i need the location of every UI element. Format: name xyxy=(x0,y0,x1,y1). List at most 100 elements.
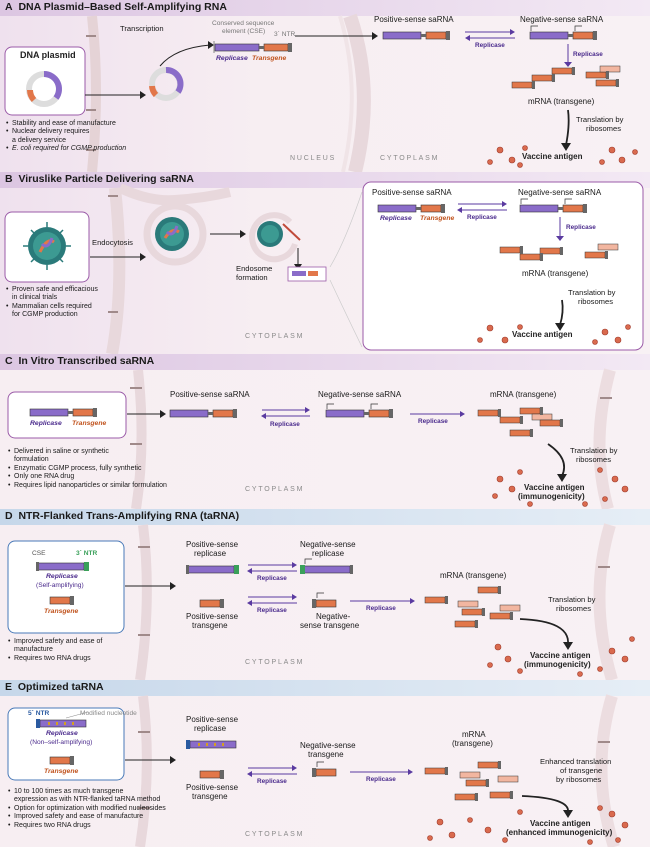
endocytosis-label: Endocytosis xyxy=(92,238,133,247)
panel-e-letter: E xyxy=(5,681,13,693)
replicase-arrow-label-2: Replicase xyxy=(257,607,287,614)
vaccine-antigen-label: Vaccine antigen xyxy=(530,819,591,828)
self-amplifying-label: (Self-amplifying) xyxy=(36,582,84,589)
bullet: Stability and ease of manufacture xyxy=(6,120,126,129)
bullet: Requires two RNA drugs xyxy=(8,822,166,831)
translation-label: Translation by xyxy=(568,288,616,297)
translation-label: Translation by xyxy=(576,115,624,124)
endosome-label: Endosome xyxy=(236,264,273,273)
negative-transgene-label: Negative- xyxy=(316,612,351,621)
cse-label: CSE xyxy=(32,550,46,557)
bullet: Nuclear delivery requires xyxy=(6,128,126,137)
ribosomes-label: ribosomes xyxy=(586,124,622,133)
enhanced-translation-label-3: by ribosomes xyxy=(556,775,602,784)
negative-replicase-label-2: replicase xyxy=(312,549,345,558)
plasmid-card-title: DNA plasmid xyxy=(20,50,76,60)
enhanced-immunogenicity-label: (enhanced immunogenicity) xyxy=(506,828,613,837)
bullet: Delivered in saline or synthetic xyxy=(8,448,167,457)
replicase-down-label: Replicase xyxy=(566,224,596,231)
positive-sense-label: Positive-sense saRNA xyxy=(170,390,250,399)
panel-d-graphics xyxy=(7,523,635,680)
bullet: Proven safe and efficacious xyxy=(6,286,98,295)
vaccine-antigen-label: Vaccine antigen xyxy=(530,651,591,660)
vaccine-antigen-label: Vaccine antigen xyxy=(524,483,585,492)
replicase-arrow-label: Replicase xyxy=(467,214,497,221)
mrna-label: mRNA (transgene) xyxy=(490,390,557,399)
mrna-label: mRNA (transgene) xyxy=(440,571,507,580)
bullet: formulation xyxy=(14,456,49,464)
bullet: Option for optimization with modified nu… xyxy=(8,805,166,814)
panel-b-graphics xyxy=(4,181,644,354)
panel-e: E Optimized taRNA xyxy=(0,680,650,847)
cse-label: Conserved sequence xyxy=(212,20,275,27)
negative-sense-label: Negative-sense saRNA xyxy=(520,15,604,24)
panel-c-header xyxy=(0,354,650,370)
replicase-arrow-label: Replicase xyxy=(257,778,287,785)
nucleus-label: NUCLEUS xyxy=(290,155,337,162)
transgene-label: Transgene xyxy=(44,768,79,775)
cse-label-2: element (CSE) xyxy=(222,28,266,35)
mrna-label-2: (transgene) xyxy=(452,739,493,748)
panel-e-bullets: 10 to 100 times as much transgene expres… xyxy=(8,788,166,830)
panel-b: B Viruslike Particle Delivering saRNA xyxy=(0,172,650,354)
bullet: in clinical trials xyxy=(12,294,58,302)
transgene-label: Transgene xyxy=(44,608,79,615)
panel-d: D NTR-Flanked Trans-Amplifying RNA (taRN… xyxy=(0,509,650,680)
panel-d-header xyxy=(0,509,650,525)
panel-c-graphics xyxy=(7,368,629,509)
bullet: Enzymatic CGMP process, fully synthetic xyxy=(8,465,167,474)
translation-label: Translation by xyxy=(548,595,596,604)
negative-replicase-label: Negative-sense xyxy=(300,540,356,549)
bullet: Improved safety and ease of manufacture xyxy=(8,813,166,822)
mrna-label: mRNA xyxy=(462,730,486,739)
bullet: Requires two RNA drugs xyxy=(8,655,102,664)
ntr-label: 3´ NTR xyxy=(274,31,296,38)
positive-transgene-label-2: transgene xyxy=(192,621,228,630)
positive-replicase-label-2: replicase xyxy=(194,549,227,558)
ntr-label: 3´ NTR xyxy=(76,550,98,557)
replicase-down-label: Replicase xyxy=(573,51,603,58)
panel-b-letter: B xyxy=(5,173,13,185)
cytoplasm-label: CYTOPLASM xyxy=(380,155,440,162)
negative-sense-label: Negative-sense saRNA xyxy=(518,188,602,197)
transgene-label: Transgene xyxy=(252,55,287,62)
positive-transgene-label: Positive-sense xyxy=(186,783,239,792)
ribosomes-label: ribosomes xyxy=(556,604,592,613)
transcription-label: Transcription xyxy=(120,24,164,33)
negative-transgene-label-2: transgene xyxy=(308,750,344,759)
cytoplasm-label: CYTOPLASM xyxy=(245,333,305,340)
endosome-formation-label: formation xyxy=(236,273,268,282)
bullet: Improved safety and ease of xyxy=(8,638,102,647)
panel-a: A DNA Plasmid–Based Self-Amplifying RNA xyxy=(0,0,650,172)
bullet: Requires lipid nanoparticles or similar … xyxy=(8,482,167,491)
bullet: E. coli required for CGMP production xyxy=(6,145,126,154)
positive-sense-label: Positive-sense saRNA xyxy=(372,188,452,197)
replicase-arrow-label: Replicase xyxy=(270,421,300,428)
positive-transgene-label: Positive-sense xyxy=(186,612,239,621)
negative-sense-label: Negative-sense saRNA xyxy=(318,390,402,399)
panel-a-header xyxy=(0,0,650,16)
replicase-arrow-label: Replicase xyxy=(257,575,287,582)
replicase-arrow-label-2: Replicase xyxy=(366,776,396,783)
transgene-label: Transgene xyxy=(420,215,455,222)
bullet: 10 to 100 times as much transgene xyxy=(8,788,166,797)
mrna-label: mRNA (transgene) xyxy=(522,269,589,278)
bullet: for CGMP production xyxy=(12,311,78,319)
bullet: Mammalian cells required xyxy=(6,303,98,312)
immunogenicity-label: (immunogenicity) xyxy=(518,492,585,501)
panel-d-bullets: Improved safety and ease of manufacture … xyxy=(8,638,102,664)
cytoplasm-label: CYTOPLASM xyxy=(245,486,305,493)
panel-c-letter: C xyxy=(5,355,13,367)
panel-d-title: NTR-Flanked Trans-Amplifying RNA (taRNA) xyxy=(18,510,240,522)
panel-d-letter: D xyxy=(5,510,13,522)
ntr-label: 5´ NTR xyxy=(28,710,50,717)
positive-replicase-label-2: replicase xyxy=(194,724,227,733)
ribosomes-label: ribosomes xyxy=(578,297,614,306)
vaccine-antigen-label: Vaccine antigen xyxy=(512,330,573,339)
transgene-label: Transgene xyxy=(72,420,107,427)
bullet: a delivery service xyxy=(12,136,67,144)
cytoplasm-label: CYTOPLASM xyxy=(245,659,305,666)
mrna-label: mRNA (transgene) xyxy=(528,97,595,106)
cytoplasm-label: CYTOPLASM xyxy=(245,831,305,838)
panel-a-title: DNA Plasmid–Based Self-Amplifying RNA xyxy=(18,1,227,13)
